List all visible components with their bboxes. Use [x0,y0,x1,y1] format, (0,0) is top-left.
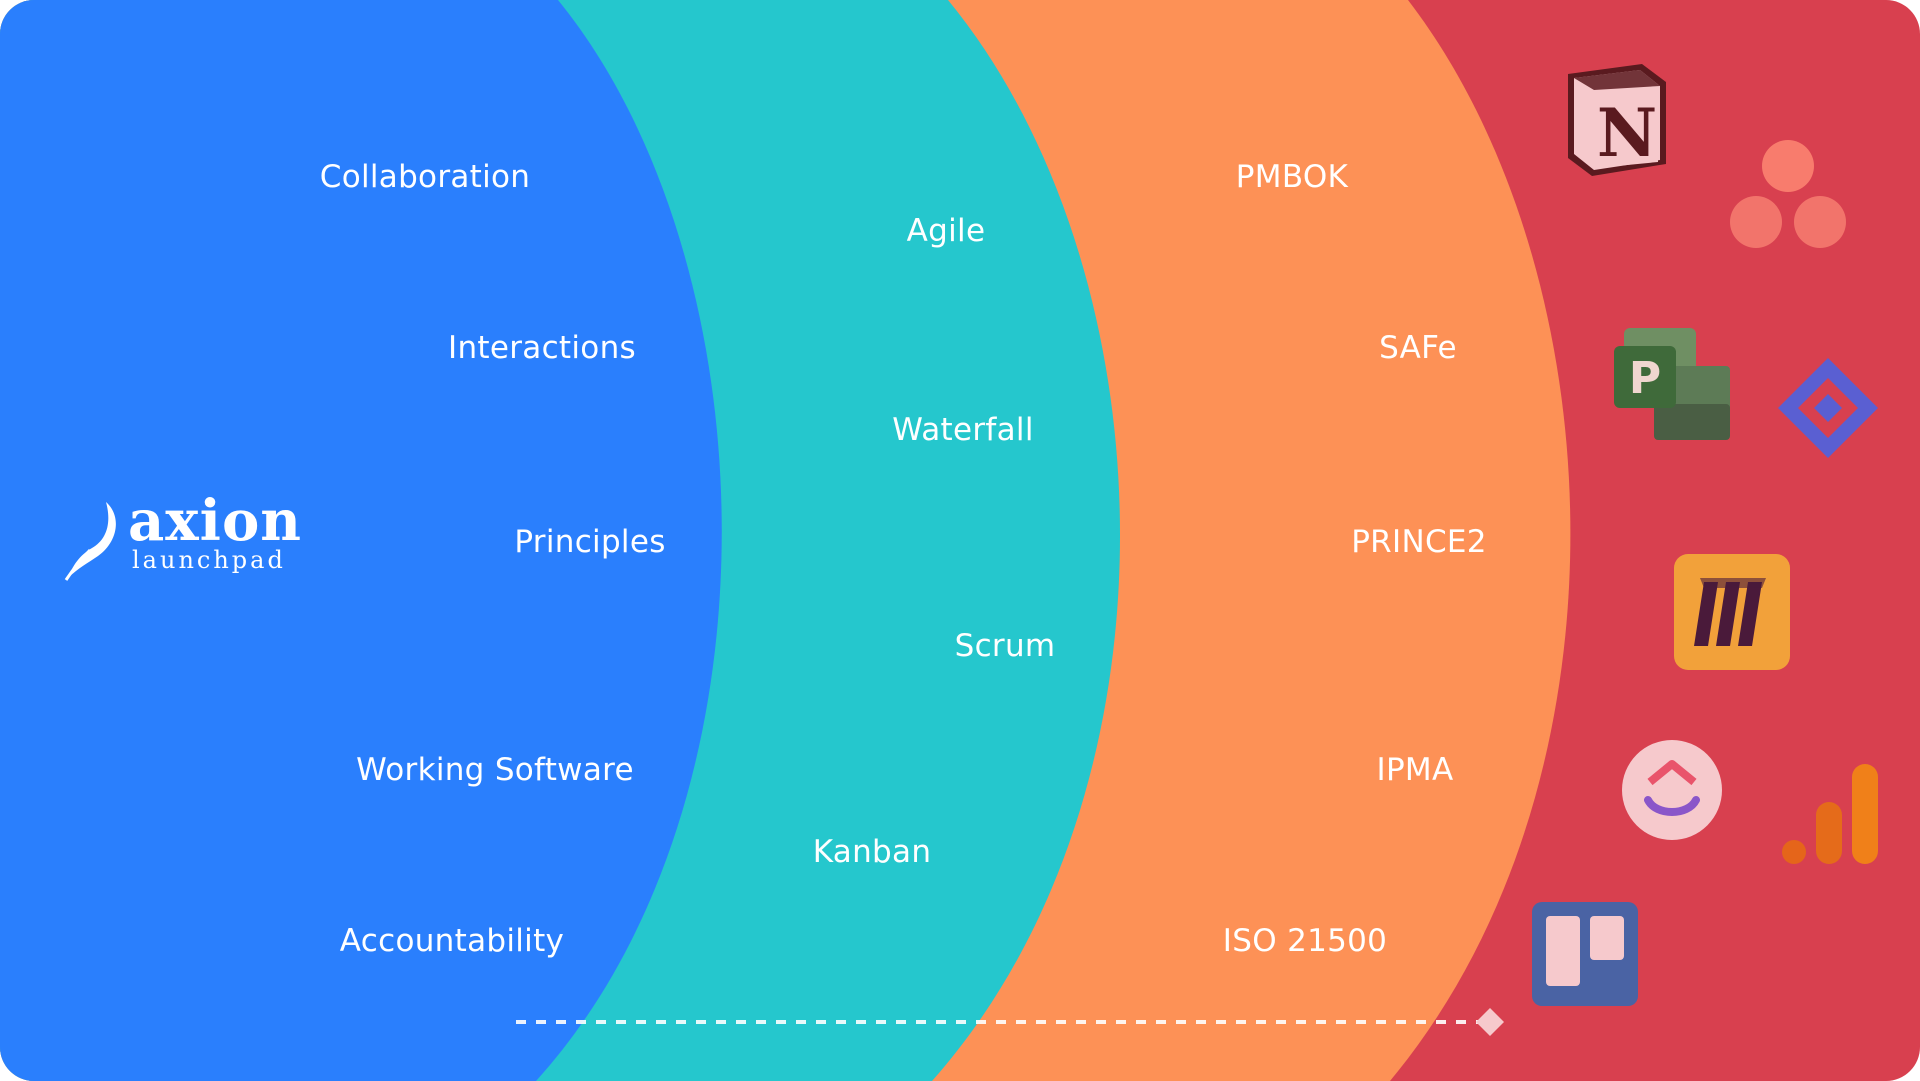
asana-icon [1730,140,1846,248]
label-pmbok: PMBOK [1235,159,1349,195]
axion-launchpad-logo: axion launchpad [62,488,302,584]
logo-tagline: launchpad [132,546,286,574]
label-working-software: Working Software [356,752,634,788]
svg-text:P: P [1629,353,1661,404]
trello-icon [1532,902,1638,1006]
notion-icon: N [1568,64,1666,176]
label-interactions: Interactions [448,330,636,366]
label-collaboration: Collaboration [319,159,531,195]
jira-icon [1778,358,1878,458]
timeline-diamond-marker [1476,1008,1504,1036]
label-prince2: PRINCE2 [1351,524,1487,560]
miro-icon [1674,554,1790,670]
label-agile: Agile [906,213,986,249]
svg-text:N: N [1597,94,1657,172]
feather-icon [64,502,116,581]
ms-project-icon: P [1614,328,1730,440]
blue-band [0,0,722,1081]
label-accountability: Accountability [339,923,565,959]
label-scrum: Scrum [954,628,1056,664]
clickup-icon [1622,740,1722,840]
label-kanban: Kanban [812,834,932,870]
label-principles: Principles [514,524,666,560]
label-waterfall: Waterfall [892,412,1034,448]
google-analytics-icon [1782,764,1878,864]
label-safe: SAFe [1379,330,1457,366]
label-ipma: IPMA [1376,752,1454,788]
logo-wordmark: axion [128,488,303,554]
label-iso-21500: ISO 21500 [1222,923,1388,959]
